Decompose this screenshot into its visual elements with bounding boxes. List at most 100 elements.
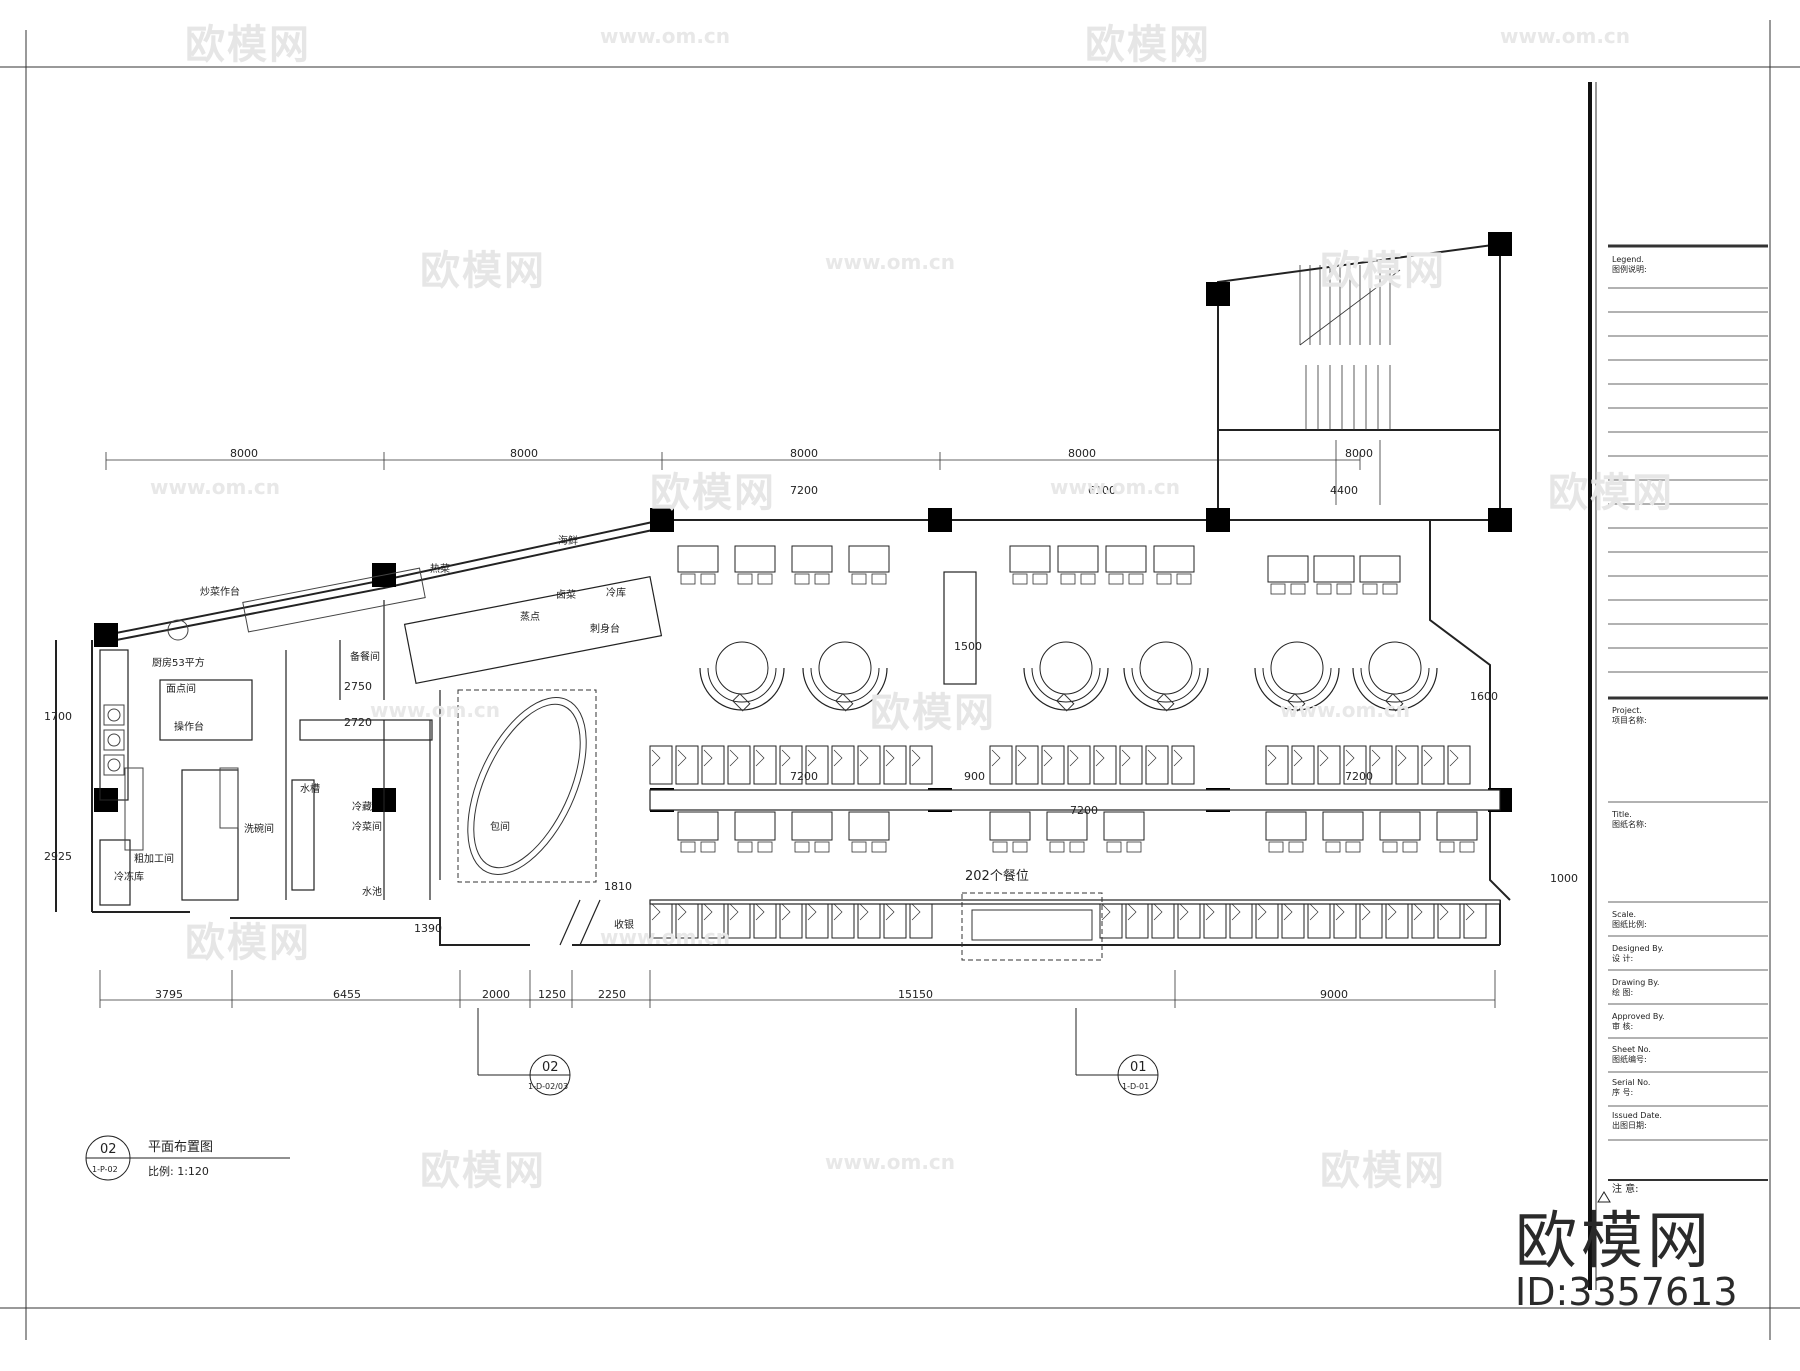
round-table: [818, 641, 872, 695]
booth-chair: [1205, 903, 1215, 921]
dim-int-8: 1500: [954, 640, 982, 653]
dim-bottom-1: 3795: [155, 988, 183, 1001]
chair: [757, 841, 773, 853]
chair: [851, 841, 867, 853]
booth-chair: [859, 903, 869, 921]
room-kitchen: 厨房53平方: [152, 656, 205, 669]
booth-chair: [833, 749, 843, 767]
booth-chair: [1121, 749, 1131, 767]
chair: [680, 573, 696, 585]
booth-chair: [1345, 749, 1355, 767]
booth-table: [779, 745, 803, 785]
round-bench: [1262, 667, 1332, 703]
round-bench: [810, 667, 880, 703]
room-hot: 热菜: [430, 562, 450, 575]
chair: [835, 693, 854, 712]
chair: [992, 841, 1008, 853]
dim-int-12: 2720: [344, 716, 372, 729]
booth-table: [1119, 745, 1143, 785]
chair: [814, 841, 830, 853]
chair: [1156, 693, 1175, 712]
tb-title: Title.图纸名称:: [1611, 810, 1647, 829]
dining-table: [1103, 811, 1145, 841]
booth-chair: [807, 903, 817, 921]
dim-int-14: 1700: [44, 710, 72, 723]
callout-02-num: 02: [542, 1060, 559, 1075]
booth-table: [1041, 745, 1065, 785]
booth-chair: [1043, 749, 1053, 767]
dining-table: [1046, 811, 1088, 841]
booth-chair: [991, 749, 1001, 767]
dining-table: [1379, 811, 1421, 841]
title-block-lines: [1608, 244, 1768, 1181]
chair: [871, 841, 887, 853]
booth-chair: [703, 749, 713, 767]
round-table: [1270, 641, 1324, 695]
booth-chair: [1147, 749, 1157, 767]
structural-columns: [94, 232, 1512, 812]
room-cashier: 收银: [614, 918, 634, 931]
chair: [1362, 583, 1378, 595]
booth-table: [753, 745, 777, 785]
dining-table: [677, 811, 719, 841]
chair: [700, 841, 716, 853]
booth-table: [1171, 745, 1195, 785]
brand-logo: 欧模网: [1515, 1204, 1714, 1277]
dining-table: [1313, 555, 1355, 583]
dining-dividers: [649, 571, 1501, 905]
booth-chair: [1371, 749, 1381, 767]
chair: [1268, 841, 1284, 853]
booth-table: [1421, 745, 1445, 785]
chair: [1126, 841, 1142, 853]
booth-chair: [729, 749, 739, 767]
chair: [1176, 573, 1192, 585]
booth-table: [1093, 745, 1117, 785]
chair: [1049, 841, 1065, 853]
dim-bottom-5: 2250: [598, 988, 626, 1001]
round-table: [1039, 641, 1093, 695]
booth-chair: [1017, 749, 1027, 767]
round-bench: [707, 667, 777, 703]
chair: [1012, 841, 1028, 853]
booth-chair: [1101, 903, 1111, 921]
booth-chair: [1153, 903, 1163, 921]
booth-chair: [651, 749, 661, 767]
room-pastry: 面点间: [166, 682, 196, 695]
room-labels: 厨房53平方 操作台 炒菜作台 面点间 粗加工间 冷冻库 洗碗间 备餐间 水槽 …: [114, 534, 634, 931]
booth-chair: [885, 749, 895, 767]
booth-table: [1145, 745, 1169, 785]
booth-chair: [833, 903, 843, 921]
booth-chair: [1397, 749, 1407, 767]
booth-chair: [1069, 749, 1079, 767]
drawing-scale: 比例: 1:120: [148, 1164, 209, 1178]
central-bar: [961, 892, 1103, 961]
chair: [1439, 841, 1455, 853]
dining-table: [1009, 545, 1051, 573]
booth-chair: [1439, 903, 1449, 921]
round-booths: [699, 641, 1438, 712]
booth-chair: [1293, 749, 1303, 767]
chair: [680, 841, 696, 853]
booth-chair: [1387, 903, 1397, 921]
dim-int-6: 7200: [1345, 770, 1373, 783]
booth-chair: [1257, 903, 1267, 921]
booth-table: [1447, 745, 1471, 785]
tb-project: Project.项目名称:: [1612, 706, 1647, 725]
booth-chair: [911, 749, 921, 767]
dining-table: [1436, 811, 1478, 841]
internal-dimensions: 7200 6100 4400 7200 7200 7200 900 1500 1…: [44, 484, 1578, 935]
booth-chair: [1465, 903, 1475, 921]
dim-int-15: 1000: [1550, 872, 1578, 885]
room-prep: 粗加工间: [134, 852, 174, 865]
booth-chair: [911, 903, 921, 921]
dim-top-5: 8000: [1345, 447, 1373, 460]
dining-table: [848, 811, 890, 841]
title-block-fields: Legend.图例说明: Project.项目名称: Title.图纸名称: S…: [1611, 255, 1665, 1195]
dim-top-4: 8000: [1068, 447, 1096, 460]
tb-notes: 注 意:: [1612, 1182, 1639, 1195]
booth-chair: [1361, 903, 1371, 921]
chair: [1108, 573, 1124, 585]
chair: [1128, 573, 1144, 585]
drawing-title-symbol: [85, 1135, 290, 1181]
